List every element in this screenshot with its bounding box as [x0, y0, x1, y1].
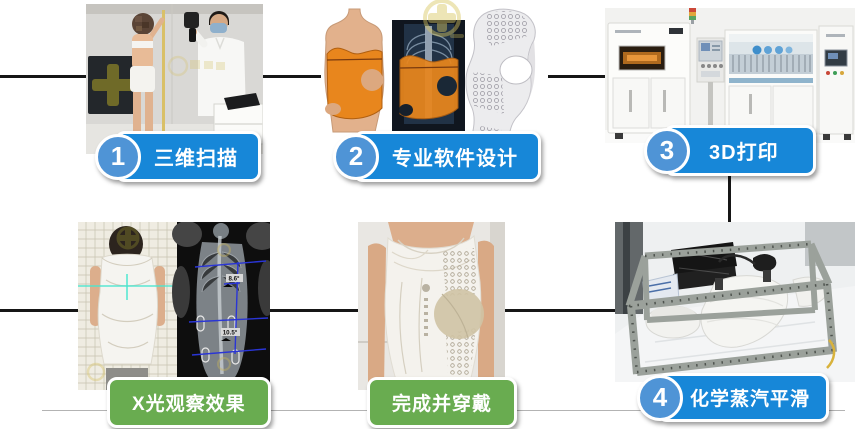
watermark-cross — [116, 226, 140, 250]
printer-left — [607, 22, 691, 139]
connector-step3-step4 — [728, 170, 731, 223]
step-3-number-text: 3 — [659, 135, 675, 165]
angle-annotation-upper: 8.6° — [223, 274, 243, 287]
beige-panel — [434, 289, 484, 339]
patient-figure — [130, 13, 165, 134]
design-xray-overlay — [392, 20, 465, 132]
connector-step1-step2 — [263, 75, 321, 78]
step-4-label: 化学蒸汽平滑 — [657, 373, 830, 422]
step-1-badge: 1 三维扫描 — [95, 131, 261, 182]
brace-cutout — [361, 69, 383, 91]
step-2-number-text: 2 — [348, 141, 364, 171]
printer-right — [724, 29, 818, 140]
connector-bottom-left-edge — [0, 309, 78, 312]
vapor-smoothing-photo — [615, 222, 855, 382]
brace-overlay — [399, 55, 459, 120]
wearing-photo — [358, 222, 505, 390]
printer-side-unit — [818, 25, 854, 140]
perforation-patch-bottom — [446, 328, 476, 376]
left-arm — [368, 243, 386, 390]
printers-photo — [605, 8, 855, 143]
step-3-number: 3 — [644, 127, 690, 174]
step-4-number: 4 — [637, 374, 683, 421]
angle-annotation-lower: 10.5° — [221, 328, 240, 341]
scan-photo — [86, 4, 263, 154]
xray-result-photo: 8.6° 10.5° — [78, 222, 270, 390]
brace-cutout — [499, 55, 533, 85]
signal-beacon-icon — [689, 8, 696, 24]
waist-measure-line — [326, 58, 383, 61]
step-3-badge: 3 3D打印 — [644, 125, 816, 176]
handheld-scanner-icon — [184, 12, 199, 42]
connector-wear-smoothing — [505, 309, 617, 312]
lattice-patch-mid — [471, 72, 504, 114]
photo-watermark — [167, 55, 225, 77]
right-arm — [478, 240, 494, 390]
connector-step2-step3 — [548, 75, 606, 78]
step-4-number-text: 4 — [652, 382, 668, 412]
result-label-wear: 完成并穿戴 — [367, 377, 518, 428]
lattice-patch-top — [485, 11, 529, 46]
step-1-number-text: 1 — [110, 141, 126, 171]
measuring-pole — [162, 10, 165, 134]
xray-image: 8.6° 10.5° — [172, 222, 270, 390]
printer-logo — [615, 30, 641, 33]
clamp-device — [715, 254, 777, 290]
frame-perforations — [628, 242, 835, 375]
step-2-badge: 2 专业软件设计 — [333, 131, 541, 182]
connector-xray-wear — [270, 309, 358, 312]
neckline — [397, 237, 465, 254]
shoulders — [388, 222, 474, 252]
perforation-patch-top — [442, 248, 478, 296]
xray-watermark — [217, 243, 231, 371]
hospital-watermark-icon — [416, 0, 468, 51]
upper-angle-value: 8.6° — [228, 276, 240, 283]
result-label-xray: X光观察效果 — [107, 377, 271, 428]
design-torso-model — [320, 8, 390, 134]
control-console — [696, 37, 725, 136]
step-2-number: 2 — [333, 133, 379, 180]
brace-overlay — [326, 47, 383, 120]
tank-brace — [384, 234, 484, 383]
step-1-number: 1 — [95, 133, 141, 180]
yellow-cable — [826, 339, 836, 369]
wall-board-with-cross-icon — [88, 56, 140, 114]
step-4-badge: 4 化学蒸汽平滑 — [637, 373, 830, 422]
lower-angle-value: 10.5° — [223, 330, 238, 337]
brand-mark — [422, 284, 430, 336]
step-2-label: 专业软件设计 — [353, 131, 541, 182]
connector-left-edge — [0, 75, 86, 78]
spine — [217, 235, 224, 375]
glass-slats — [732, 55, 811, 72]
brace-seams — [399, 277, 423, 375]
